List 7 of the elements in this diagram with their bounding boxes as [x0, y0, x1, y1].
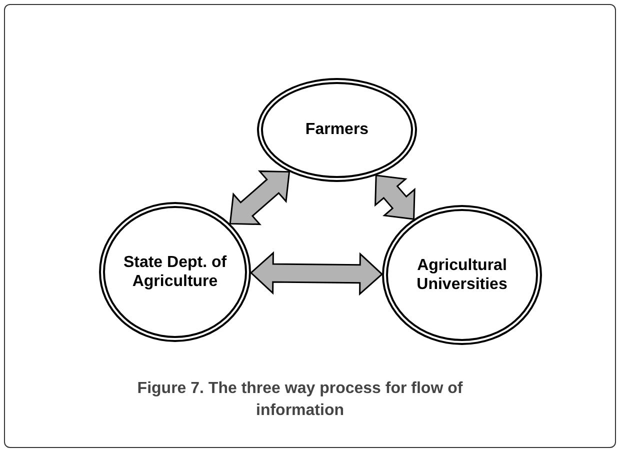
node-label: Farmers	[305, 120, 369, 140]
figure-caption: Figure 7. The three way process for flow of information	[136, 379, 464, 421]
double-headed-block-arrow	[229, 170, 290, 226]
double-headed-block-arrow	[250, 251, 384, 296]
double-headed-block-arrow	[374, 174, 416, 220]
node-label: Agricultural Universities	[416, 256, 508, 294]
node-label: State Dept. of Agriculture	[122, 252, 228, 292]
